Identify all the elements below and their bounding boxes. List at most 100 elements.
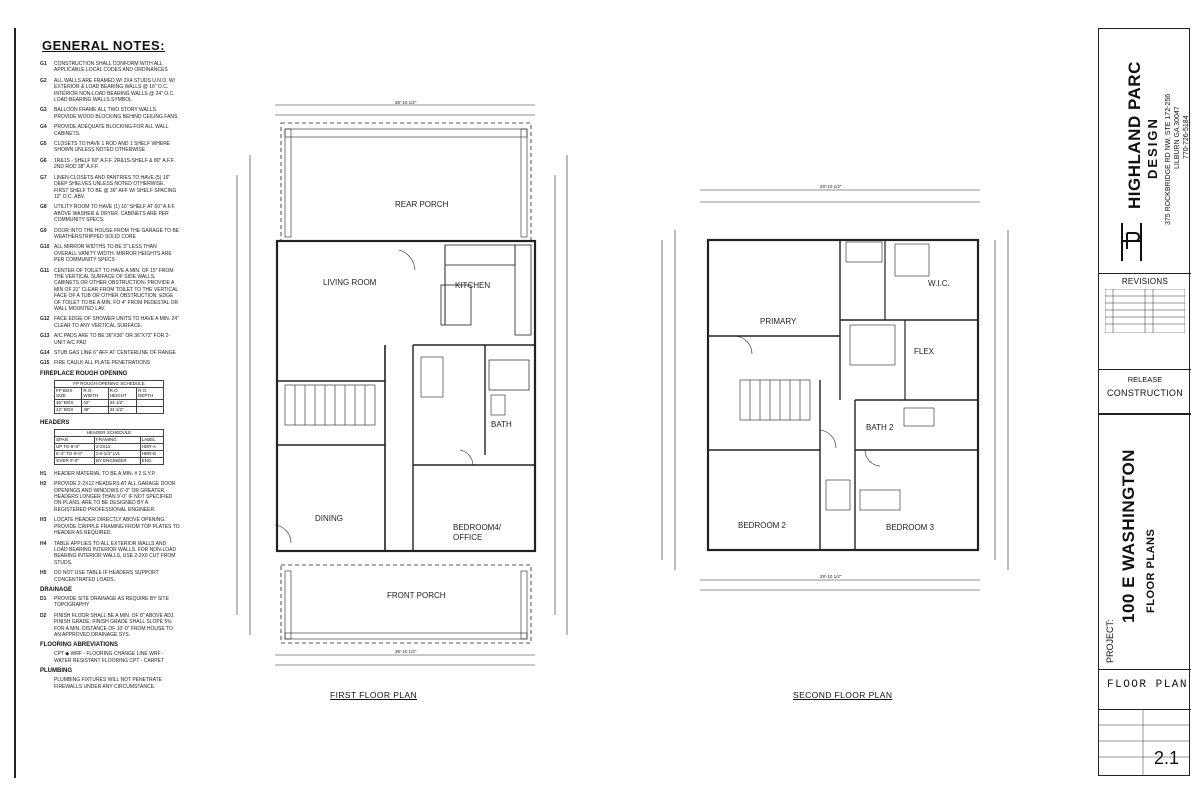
- project-name: 100 E WASHINGTON: [1119, 449, 1138, 623]
- room-flex: FLEX: [914, 347, 935, 356]
- room-front-porch: FRONT PORCH: [387, 591, 446, 600]
- room-office: OFFICE: [453, 533, 482, 542]
- note-code: G11: [40, 267, 50, 274]
- note-text: FINISH FLOOR SHALL BE A MIN. OF 8" ABOVE…: [54, 612, 175, 638]
- room-primary: PRIMARY: [760, 317, 797, 326]
- general-note: G4 PROVIDE ADEQUATE BLOCKING FOR ALL WALL…: [40, 124, 180, 137]
- revisions-panel: REVISIONS: [1099, 273, 1191, 370]
- note-code: G14: [40, 350, 50, 357]
- fireplace-schedule-caption: FP ROUGH OPENING SCHEDULE: [54, 379, 164, 388]
- note-text: STUB GAS LINE 6" AFF AT CENTERLINE OF RA…: [54, 350, 176, 357]
- note-code: H5: [40, 570, 47, 577]
- general-note: G14 STUB GAS LINE 6" AFF AT CENTERLINE OF…: [40, 350, 180, 356]
- firm-address-line1: 375 ROCKBRIDGE RD NW, STE 172-256: [1165, 93, 1172, 225]
- second-floor-overall-dim-top: 28'-10 1/2": [820, 184, 842, 189]
- project-panel: PROJECT: 100 E WASHINGTON FLOOR PLANS: [1099, 413, 1191, 670]
- schedule-header-cell: R.O. WIDTH: [81, 386, 109, 400]
- note-text: FACE EDGE OF SHOWER UNITS TO HAVE A MIN.…: [54, 316, 179, 329]
- sheet-title-panel: FLOOR PLAN: [1099, 669, 1191, 710]
- sheet-title: FLOOR PLAN: [1107, 679, 1189, 691]
- schedule-header-cell: SPAN: [54, 435, 95, 444]
- schedule-cell: [136, 398, 164, 407]
- schedule-cell: 34 1/2": [107, 405, 138, 414]
- first-floor-plan: REAR PORCH LIVING ROOM KITCHEN BATH DINI…: [236, 100, 568, 666]
- headers-heading: HEADERS: [40, 419, 70, 426]
- general-note: G15 FIRE CAULK ALL PLATE PENETRATIONS: [40, 360, 180, 366]
- note-code: G5: [40, 141, 47, 148]
- schedule-cell: ENG.: [139, 456, 165, 465]
- firm-logo-panel: HIGHLAND PARC DESIGN 375 ROCKBRIDGE RD N…: [1099, 29, 1191, 274]
- note-code: D1: [40, 595, 47, 602]
- schedule-cell: 48": [81, 405, 109, 414]
- plumbing-note: PLUMBING FIXTURES WILL NOT PENETRATE FIR…: [40, 677, 180, 690]
- flooring-heading: FLOORING ABREVIATIONS: [40, 642, 118, 649]
- firm-phone: 770-726-5184: [1183, 115, 1190, 159]
- note-text: PROVIDE ADEQUATE BLOCKING FOR ALL WALL C…: [54, 124, 169, 137]
- second-floor-overall-dim-bottom: 28'-10 1/2": [820, 574, 842, 579]
- note-code: D2: [40, 612, 47, 619]
- note-code: G15: [40, 360, 50, 367]
- second-floor-plan: PRIMARY W.I.C. FLEX BATH 2 BEDROOM 2 BED…: [661, 184, 1009, 591]
- room-bedroom3: BEDROOM 3: [886, 523, 935, 532]
- schedule-cell: 42" BOX: [53, 405, 83, 414]
- schedule-header-cell: FRAMING: [93, 435, 141, 444]
- flooring-note: CPT ◆ WRF - FLOORING CHANGE LINE WRF - W…: [40, 651, 180, 664]
- release-panel: RELEASE CONSTRUCTION: [1099, 369, 1191, 415]
- note-text: LOCATE HEADER DIRECTLY ABOVE OPENING. PR…: [54, 517, 180, 537]
- note-text: FIRE CAULK ALL PLATE PENETRATIONS: [54, 360, 151, 367]
- note-text: DOOR INTO THE HOUSE FROM THE GARAGE TO B…: [54, 227, 180, 240]
- note-text: PROVIDE 2-2x12 HEADERS AT ALL GARAGE DOO…: [54, 481, 176, 513]
- schedule-cell: HDR-B: [139, 449, 165, 458]
- note-code: G3: [40, 107, 47, 114]
- room-bedroom4: BEDROOM4/: [453, 523, 502, 532]
- schedule-cell: 6'-1" TO 9'-0": [54, 449, 95, 458]
- note-text: UTILITY ROOM TO HAVE (1) 16" SHELF AT 60…: [54, 204, 176, 224]
- note-code: G7: [40, 174, 47, 181]
- schedule-cell: 36" BOX: [53, 398, 83, 407]
- schedule-cell: HDR-A: [139, 442, 165, 451]
- sheet-number: 2.1: [1153, 748, 1179, 768]
- schedule-header-cell: FP BOX SIZE: [53, 386, 83, 400]
- room-bedroom2: BEDROOM 2: [738, 521, 787, 530]
- note-code: G8: [40, 204, 47, 211]
- room-kitchen: KITCHEN: [455, 281, 490, 290]
- note-code: H2: [40, 481, 47, 488]
- general-note: G8 UTILITY ROOM TO HAVE (1) 16" SHELF AT …: [40, 204, 180, 223]
- note-text: HEADER MATERIAL TO BE A MIN. # 2 S.Y.P.: [54, 470, 156, 477]
- note-code: G10: [40, 244, 50, 251]
- room-rear-porch: REAR PORCH: [395, 200, 449, 209]
- schedule-row: UP TO 6'-0"2-2x12HDR-A: [54, 442, 165, 451]
- note-code: G4: [40, 124, 47, 131]
- title-block: HIGHLAND PARC DESIGN 375 ROCKBRIDGE RD N…: [1098, 28, 1191, 776]
- sheet-info-grid: [1099, 709, 1189, 775]
- schedule-cell: BY ENGINEER: [93, 456, 141, 465]
- note-code: G13: [40, 333, 50, 340]
- schedule-cell: [136, 405, 164, 414]
- release-value: CONSTRUCTION: [1106, 388, 1184, 398]
- header-note: H2 PROVIDE 2-2x12 HEADERS AT ALL GARAGE D…: [40, 481, 180, 513]
- first-floor-plan-label: FIRST FLOOR PLAN: [330, 690, 418, 700]
- general-notes-title: GENERAL NOTES:: [42, 38, 166, 53]
- schedule-cell: UP TO 6'-0": [54, 442, 95, 451]
- revisions-grid: [1105, 289, 1185, 333]
- schedule-header-cell: R.O. HEIGHT: [107, 386, 138, 400]
- note-text: ALL WALLS ARE FRAMED W/ 2X4 STUDS U.N.O.…: [54, 77, 176, 104]
- revisions-label: REVISIONS: [1121, 277, 1169, 286]
- schedule-cell: 34 1/2": [107, 398, 138, 407]
- plumbing-note-text: PLUMBING FIXTURES WILL NOT PENETRATE FIR…: [54, 677, 162, 690]
- header-schedule-caption: HEADER SCHEDULE: [54, 428, 164, 437]
- note-text: A/C PADS ARE TO BE 36"X36" OR 36"X72" FO…: [54, 333, 171, 346]
